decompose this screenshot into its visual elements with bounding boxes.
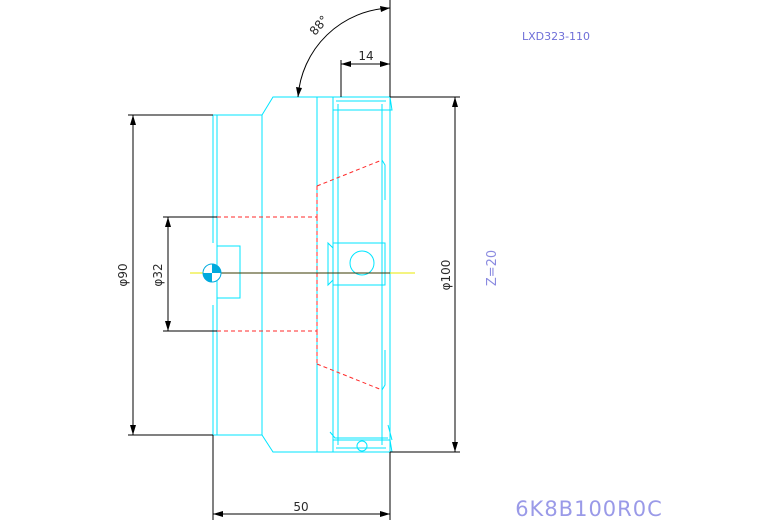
clamp-screw-icon — [349, 250, 375, 276]
arrowheads — [130, 6, 458, 517]
dimension-lines — [128, 0, 460, 520]
dim-body-diameter: φ90 — [116, 263, 130, 286]
product-code: 6K8B100R0C — [515, 497, 663, 521]
drawing-number: LXD323-110 — [522, 30, 590, 43]
hidden-lines — [217, 159, 383, 391]
teeth-count: Z=20 — [485, 250, 500, 286]
dim-bore-diameter: φ32 — [151, 263, 165, 286]
origin-marker-icon — [202, 263, 222, 283]
dim-overall-length: 50 — [293, 500, 308, 514]
dim-outer-diameter: φ100 — [439, 260, 453, 291]
bottom-screw-icon — [356, 440, 368, 452]
dim-width-top: 14 — [358, 49, 373, 63]
